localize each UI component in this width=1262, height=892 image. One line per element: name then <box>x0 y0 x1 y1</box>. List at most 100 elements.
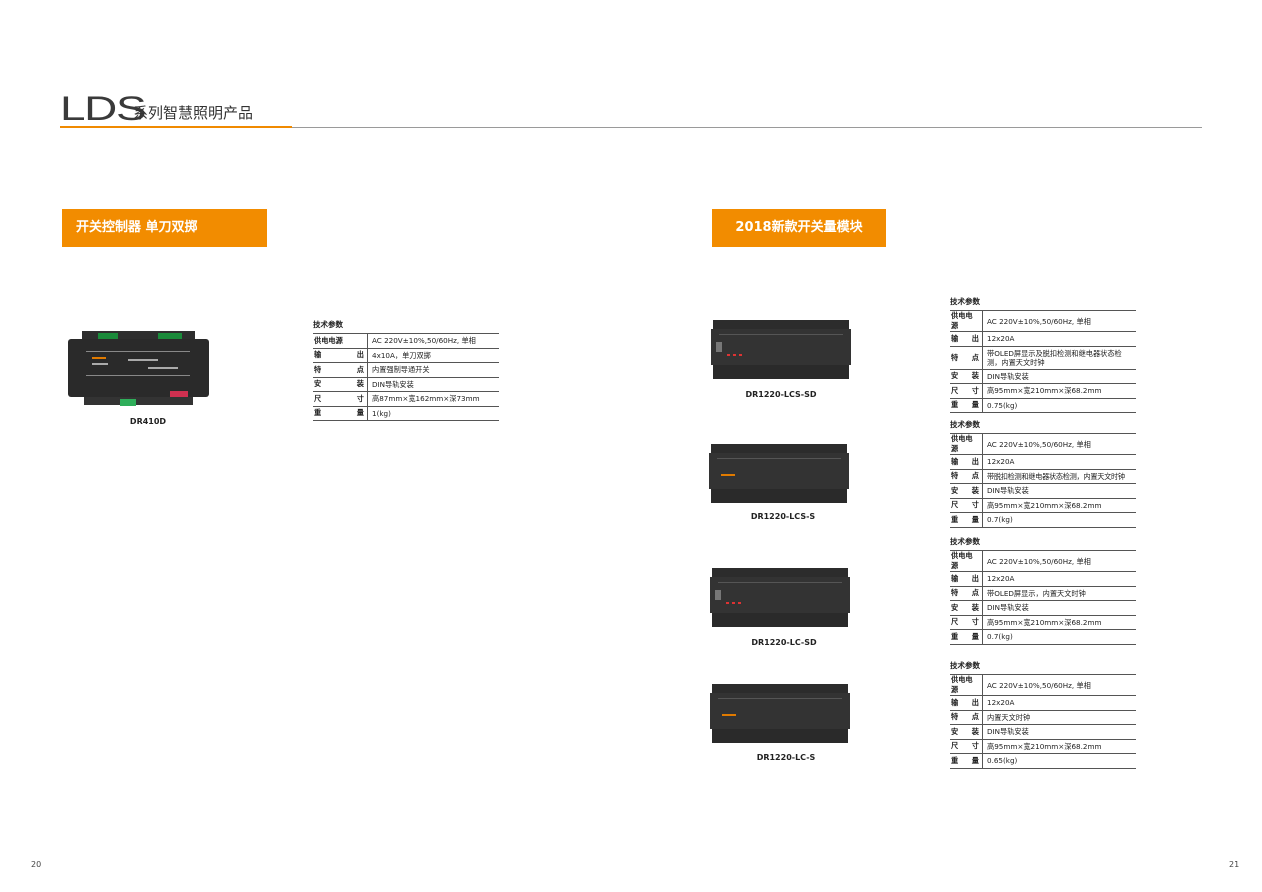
spec-key-text: 尺 <box>951 741 959 751</box>
spec-key-text: 供电电源 <box>951 311 973 330</box>
spec-value: 带OLED屏显示及脱扣检测和继电器状态检测，内置天文时钟 <box>987 348 1122 367</box>
product-image-dr1220-lc-s <box>710 684 850 743</box>
spec-row: 重量 1(kg) <box>313 405 499 421</box>
spec-key-text: 供电电源 <box>314 335 343 345</box>
spec-key-text: 重 <box>951 631 959 641</box>
spec-key-text: 装 <box>971 602 979 612</box>
spec-key-text: 出 <box>356 350 364 360</box>
spec-key-text: 安 <box>314 379 322 389</box>
spec-value: 高95mm×宽210mm×深68.2mm <box>987 500 1102 510</box>
spec-key-text: 供电电源 <box>951 434 973 453</box>
product-model-label: DR1220-LC-SD <box>751 638 817 647</box>
spec-key-text: 装 <box>356 379 364 389</box>
spec-key-text: 重 <box>951 514 959 524</box>
spec-value: AC 220V±10%,50/60Hz, 单相 <box>987 556 1091 566</box>
product-model-label: DR1220-LC-S <box>756 753 816 762</box>
spec-key: 重量 <box>950 398 983 412</box>
spec-key-text: 输 <box>951 456 959 466</box>
spec-key-text: 输 <box>951 697 959 707</box>
spec-key-text: 尺 <box>314 393 322 403</box>
spec-key-text: 安 <box>951 485 959 495</box>
brand-subtitle: 系列智慧照明产品 <box>133 104 254 122</box>
spec-value: AC 220V±10%,50/60Hz, 单相 <box>987 680 1091 690</box>
spec-title: 技术参数 <box>950 297 980 306</box>
spec-key-text: 安 <box>951 602 959 612</box>
spec-key-text: 安 <box>951 726 959 736</box>
spec-title: 技术参数 <box>950 420 980 429</box>
spec-value: 带脱扣检测和继电器状态检测，内置天文时钟 <box>987 471 1125 481</box>
spec-key: 重量 <box>950 754 983 768</box>
spec-key: 特点 <box>950 469 983 483</box>
spec-key: 尺寸 <box>950 384 983 398</box>
spec-value: 12x20A <box>987 334 1015 344</box>
spec-key-text: 供电电源 <box>951 675 973 694</box>
spec-key-text: 寸 <box>971 385 979 395</box>
section-title-right: 2018新款开关量模块 <box>712 209 886 247</box>
spec-key: 输出 <box>950 572 983 586</box>
spec-value: AC 220V±10%,50/60Hz, 单相 <box>987 439 1091 449</box>
spec-key-text: 输 <box>951 333 959 343</box>
spec-row: 安装 DIN导轨安装 <box>313 376 499 391</box>
spec-key-text: 尺 <box>951 617 959 627</box>
spec-key-text: 寸 <box>971 617 979 627</box>
spec-key: 供电电源 <box>950 675 983 695</box>
spec-value: DIN导轨安装 <box>372 379 414 389</box>
product-image-dr1220-lcs-s <box>709 444 849 503</box>
spec-value: 高95mm×宽210mm×深68.2mm <box>987 741 1102 751</box>
spec-value: 12x20A <box>987 698 1015 708</box>
header-divider <box>60 127 1202 128</box>
header-accent-line <box>60 126 292 128</box>
spec-key: 供电电源 <box>950 311 983 331</box>
spec-value: 内置天文时钟 <box>987 712 1031 722</box>
spec-key-text: 出 <box>971 333 979 343</box>
spec-value: 高95mm×宽210mm×深68.2mm <box>987 617 1102 627</box>
spec-key: 重量 <box>950 630 983 644</box>
spec-key-text: 寸 <box>971 741 979 751</box>
spec-key: 安装 <box>950 484 983 498</box>
product-model-label: DR1220-LCS-SD <box>745 390 817 399</box>
spec-value: 带OLED屏显示，内置天文时钟 <box>987 588 1086 598</box>
spec-key-text: 装 <box>971 485 979 495</box>
product-image-dr410d <box>68 331 209 406</box>
spec-key-text: 装 <box>971 726 979 736</box>
spec-key-text: 特 <box>951 712 959 722</box>
spec-key: 重量 <box>950 513 983 527</box>
spec-table-dr1220-lc-sd: 技术参数 供电电源 AC 220V±10%,50/60Hz, 单相 输出 12x20… <box>950 536 1136 645</box>
spec-key: 安装 <box>950 725 983 739</box>
spec-key-text: 量 <box>971 631 979 641</box>
spec-value: 0.7(kg) <box>987 515 1013 525</box>
spec-key: 供电电源 <box>950 551 983 571</box>
spec-value: 内置强制导通开关 <box>372 365 430 375</box>
spec-key-text: 尺 <box>951 500 959 510</box>
spec-key: 尺寸 <box>950 615 983 629</box>
spec-key-text: 点 <box>971 471 979 481</box>
spec-value: 1(kg) <box>372 408 391 418</box>
spec-key-text: 尺 <box>951 385 959 395</box>
spec-key-text: 重 <box>314 408 322 418</box>
spec-key: 尺寸 <box>950 739 983 753</box>
page-number-left: 20 <box>31 860 42 869</box>
spec-key-text: 装 <box>971 371 979 381</box>
spec-key-text: 特 <box>314 364 322 374</box>
spec-value: AC 220V±10%,50/60Hz, 单相 <box>987 316 1091 326</box>
spec-title: 技术参数 <box>950 537 980 546</box>
spec-key-text: 量 <box>971 514 979 524</box>
spec-key-text: 供电电源 <box>951 551 973 570</box>
spec-key: 特点 <box>950 346 983 369</box>
spec-key-text: 特 <box>951 588 959 598</box>
spec-value: 12x20A <box>987 574 1015 584</box>
spec-key: 安装 <box>313 377 368 391</box>
spec-title: 技术参数 <box>313 320 343 329</box>
spec-row: 特点 内置强制导通开关 <box>313 362 499 377</box>
brand-logo-text: LDS <box>60 90 147 128</box>
spec-value: DIN导轨安装 <box>987 727 1029 737</box>
spec-key: 安装 <box>950 369 983 383</box>
spec-key-text: 重 <box>951 400 959 410</box>
spec-key-text: 特 <box>951 471 959 481</box>
spec-value: DIN导轨安装 <box>987 486 1029 496</box>
page-number-right: 21 <box>1229 860 1240 869</box>
spec-key: 尺寸 <box>950 498 983 512</box>
spec-key: 输出 <box>950 332 983 346</box>
